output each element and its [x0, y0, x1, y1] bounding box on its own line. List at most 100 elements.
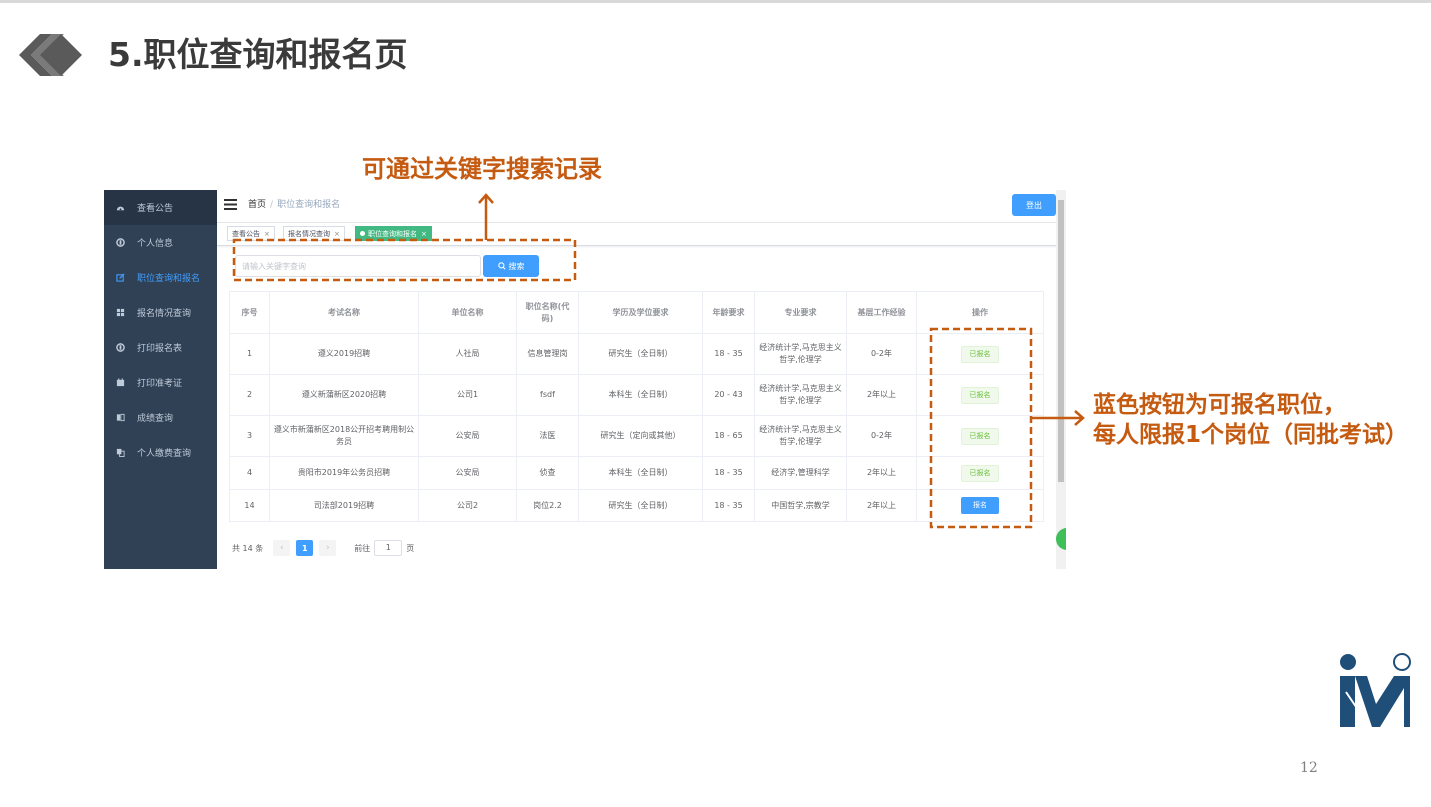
cell-experience: 2年以上: [846, 489, 917, 522]
tags-view-bar: 查看公告 × 报名情况查询 × 职位查询和报名 ×: [217, 222, 1066, 246]
tab-label: 报名情况查询: [288, 229, 330, 238]
sidebar-item-payment[interactable]: 个人缴费查询: [104, 435, 217, 470]
signed-button[interactable]: 已报名: [961, 345, 999, 363]
cell-no: 1: [229, 333, 270, 375]
cell-exam: 贵阳市2019年公务员招聘: [269, 456, 419, 490]
signed-button[interactable]: 已报名: [961, 427, 999, 445]
column-header: 考试名称: [269, 291, 419, 334]
cell-age: 18 - 35: [702, 456, 755, 490]
tab-position-search[interactable]: 职位查询和报名 ×: [355, 226, 432, 241]
signed-button[interactable]: 已报名: [961, 386, 999, 404]
signed-button[interactable]: 已报名: [961, 464, 999, 482]
prev-page-button[interactable]: ‹: [273, 540, 291, 556]
apply-button[interactable]: 报名: [961, 497, 999, 514]
cell-major: 经济统计学,马克思主义哲学,伦理学: [754, 333, 847, 375]
sidebar-item-print-form[interactable]: 打印报名表: [104, 330, 217, 365]
column-header: 基层工作经验: [846, 291, 917, 334]
breadcrumb-home[interactable]: 首页: [248, 200, 267, 210]
cell-action: 已报名: [916, 456, 1044, 490]
cell-exam: 遵义市新蒲新区2018公开招考聘用制公务员: [269, 415, 419, 457]
annotation-search: 可通过关键字搜索记录: [362, 155, 602, 183]
floating-widget-icon[interactable]: [1056, 528, 1066, 550]
page-number: 12: [1300, 760, 1318, 776]
cell-education: 本科生（全日制）: [578, 374, 703, 416]
column-header: 职位名称(代码): [516, 291, 579, 334]
sidebar: 查看公告 个人信息 职位查询和报名 报名情况查询 打印报名表 打印准考证 成绩查…: [104, 190, 217, 569]
sidebar-item-label: 查看公告: [137, 204, 174, 214]
cell-age: 20 - 43: [702, 374, 755, 416]
tab-label: 职位查询和报名: [368, 229, 417, 238]
close-icon[interactable]: ×: [334, 229, 340, 238]
cell-position: 侦查: [516, 456, 579, 490]
position-table: 序号 考试名称 单位名称 职位名称(代码) 学历及学位要求 年龄要求 专业要求 …: [229, 291, 1044, 522]
cell-exam: 司法部2019招聘: [269, 489, 419, 522]
table-row: 14 司法部2019招聘 公司2 岗位2.2 研究生（全日制） 18 - 35 …: [229, 489, 1044, 522]
search-input[interactable]: [235, 255, 481, 277]
cell-position: 法医: [516, 415, 579, 457]
sidebar-item-position-search[interactable]: 职位查询和报名: [104, 260, 217, 295]
column-header: 操作: [916, 291, 1044, 334]
cell-action: 已报名: [916, 415, 1044, 457]
cell-unit: 公司1: [418, 374, 517, 416]
logout-button[interactable]: 登出: [1012, 194, 1056, 216]
sidebar-item-label: 个人信息: [137, 239, 174, 249]
sidebar-item-profile[interactable]: 个人信息: [104, 225, 217, 260]
cell-education: 研究生（全日制）: [578, 489, 703, 522]
table-header-row: 序号 考试名称 单位名称 职位名称(代码) 学历及学位要求 年龄要求 专业要求 …: [229, 291, 1044, 334]
breadcrumb-separator: /: [270, 200, 274, 210]
grid-icon: [116, 308, 125, 317]
cell-no: 4: [229, 456, 270, 490]
cell-education: 研究生（定向或其他）: [578, 415, 703, 457]
column-header: 学历及学位要求: [578, 291, 703, 334]
sidebar-item-registration-status[interactable]: 报名情况查询: [104, 295, 217, 330]
goto-label: 前往: [354, 543, 371, 553]
scrollbar-thumb[interactable]: [1058, 200, 1064, 482]
page-number-button[interactable]: 1: [296, 540, 314, 556]
cell-no: 2: [229, 374, 270, 416]
next-page-button[interactable]: ›: [319, 540, 337, 556]
column-header: 年龄要求: [702, 291, 755, 334]
search-button[interactable]: 搜索: [483, 255, 539, 277]
table-row: 4 贵阳市2019年公务员招聘 公安局 侦查 本科生（全日制） 18 - 35 …: [229, 456, 1044, 490]
cell-action: 报名: [916, 489, 1044, 522]
sidebar-item-score[interactable]: 成绩查询: [104, 400, 217, 435]
cell-position: 岗位2.2: [516, 489, 579, 522]
sidebar-item-announcement[interactable]: 查看公告: [104, 190, 217, 225]
tab-announcement[interactable]: 查看公告 ×: [227, 226, 275, 241]
cell-experience: 2年以上: [846, 456, 917, 490]
cell-unit: 公安局: [418, 456, 517, 490]
book-icon: [116, 413, 125, 422]
sidebar-item-label: 报名情况查询: [137, 309, 192, 319]
cell-education: 研究生（全日制）: [578, 333, 703, 375]
cell-unit: 人社局: [418, 333, 517, 375]
slide-title: 5.职位查询和报名页: [108, 35, 408, 74]
breadcrumb-current: 职位查询和报名: [277, 200, 341, 210]
cell-position: 信息管理岗: [516, 333, 579, 375]
pagination: 共 14 条 ‹ 1 › 前往 1 页: [232, 540, 414, 556]
cell-age: 18 - 35: [702, 333, 755, 375]
sidebar-item-print-admission[interactable]: 打印准考证: [104, 365, 217, 400]
slide-top-border: [0, 0, 1431, 3]
app-screenshot: 查看公告 个人信息 职位查询和报名 报名情况查询 打印报名表 打印准考证 成绩查…: [104, 190, 1066, 569]
sidebar-item-label: 打印报名表: [137, 344, 183, 354]
table-row: 2 遵义新蒲新区2020招聘 公司1 fsdf 本科生（全日制） 20 - 43…: [229, 374, 1044, 416]
close-icon[interactable]: ×: [421, 229, 427, 238]
hamburger-icon[interactable]: [224, 199, 237, 210]
column-header: 序号: [229, 291, 270, 334]
sidebar-item-label: 职位查询和报名: [137, 274, 201, 284]
pagination-total: 共 14 条: [232, 543, 264, 553]
cell-no: 3: [229, 415, 270, 457]
company-logo-icon: [1340, 653, 1411, 727]
tab-registration-status[interactable]: 报名情况查询 ×: [283, 226, 345, 241]
close-icon[interactable]: ×: [264, 229, 270, 238]
tab-label: 查看公告: [232, 229, 260, 238]
breadcrumb: 首页/职位查询和报名: [248, 199, 340, 212]
cell-age: 18 - 65: [702, 415, 755, 457]
cell-major: 经济统计学,马克思主义哲学,伦理学: [754, 415, 847, 457]
chevron-double-left-icon: [19, 34, 82, 76]
cell-education: 本科生（全日制）: [578, 456, 703, 490]
cell-exam: 遵义新蒲新区2020招聘: [269, 374, 419, 416]
goto-page-input[interactable]: 1: [374, 540, 403, 556]
main-content: 首页/职位查询和报名 登出 查看公告× 报名情况查询× 职位查询和报名× 搜索: [217, 190, 1066, 569]
active-dot-icon: [360, 231, 365, 236]
